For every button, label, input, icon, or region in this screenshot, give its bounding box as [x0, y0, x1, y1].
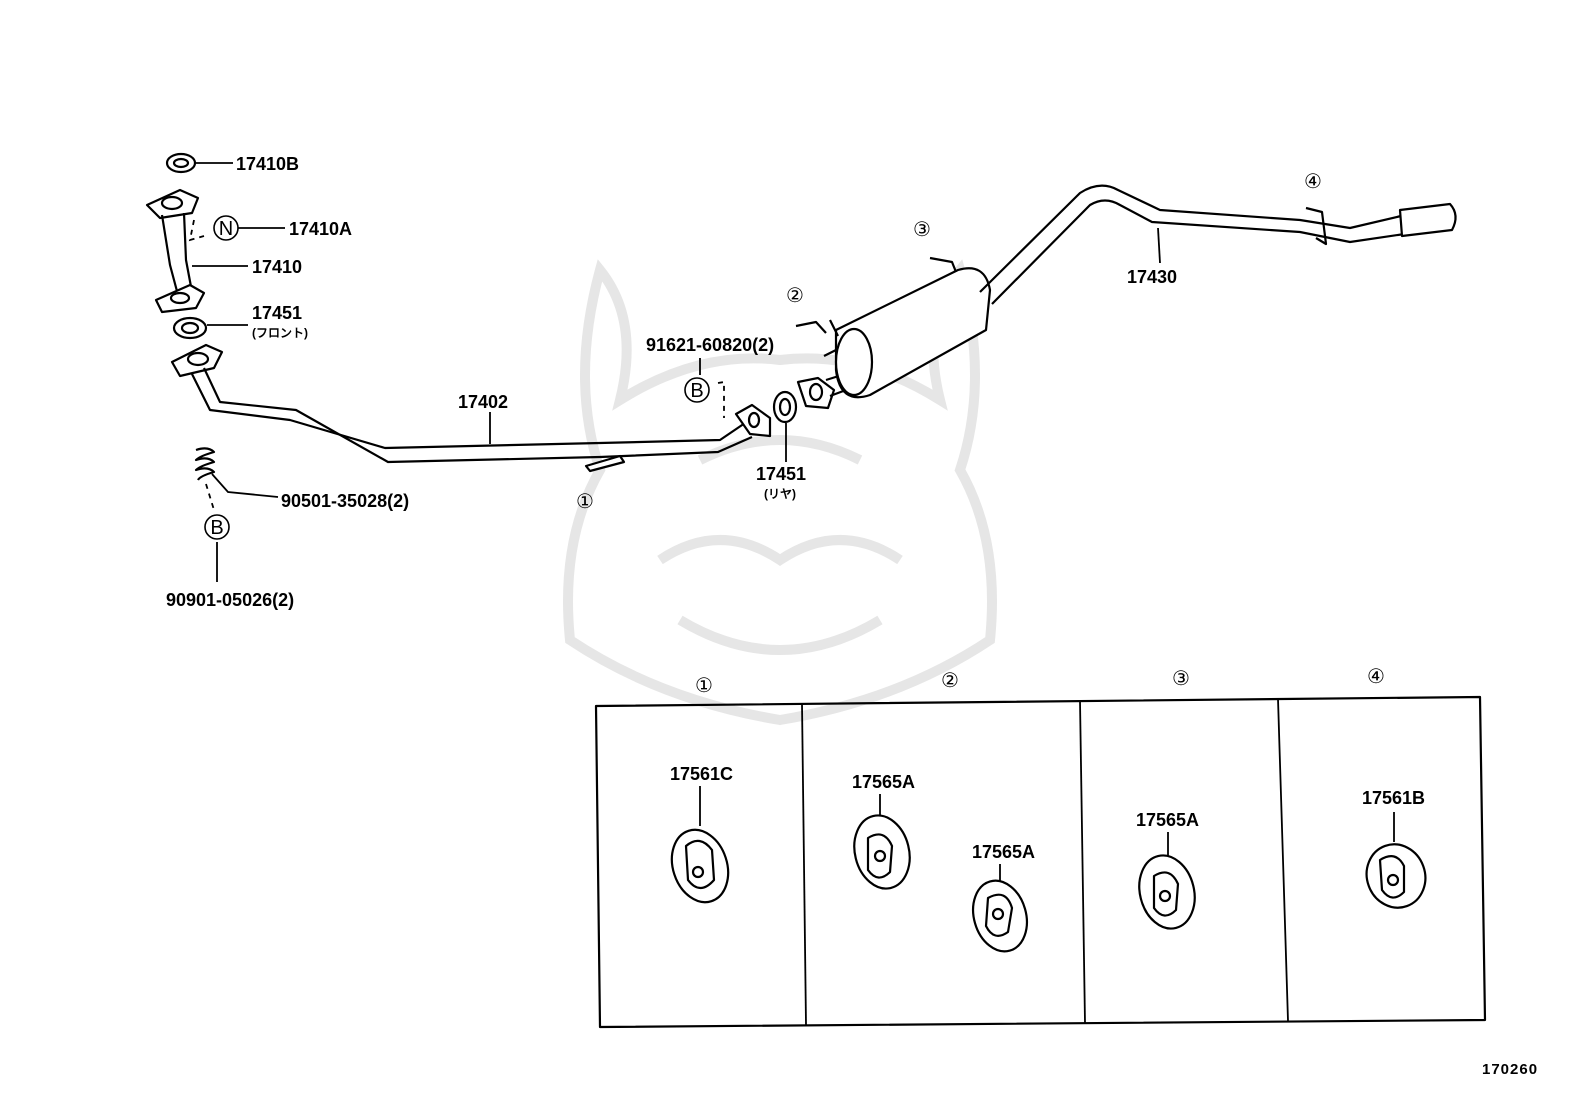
marker-b-right: B [684, 377, 710, 403]
marker-circle-1: ① [576, 491, 594, 513]
label-17451-rear: 17451 [756, 464, 806, 484]
center-pipe-17402 [170, 343, 772, 473]
mount-17565a-2 [972, 879, 1028, 953]
label-17410: 17410 [252, 257, 302, 277]
label-17410a: 17410A [289, 219, 352, 239]
gasket-17451-front [172, 316, 208, 340]
label-17561b: 17561B [1362, 788, 1425, 808]
marker-circle-3: ③ [913, 219, 931, 241]
detail-table [594, 695, 1487, 1029]
table-col1-marker: ① [695, 675, 713, 697]
marker-circle-4: ④ [1304, 171, 1322, 193]
label-90901-05026: 90901-05026(2) [166, 590, 294, 610]
tail-pipe-17430 [795, 184, 1457, 410]
svg-text:B: B [690, 380, 703, 402]
label-17451-front-note: (フロント) [252, 326, 308, 340]
marker-n: N [213, 215, 239, 241]
gasket-17451-rear [772, 390, 798, 424]
gasket-17410b [165, 152, 197, 174]
spring-90501 [194, 447, 216, 481]
table-col4-marker: ④ [1367, 666, 1385, 688]
table-col2-marker: ② [941, 670, 959, 692]
label-17565a-1: 17565A [852, 772, 915, 792]
label-90501-35028: 90501-35028(2) [281, 491, 409, 511]
front-pipe-17410 [145, 188, 206, 314]
figure-number: 170260 [1482, 1061, 1538, 1078]
label-17561c: 17561C [670, 764, 733, 784]
label-17451-front: 17451 [252, 303, 302, 323]
table-col3-marker: ③ [1172, 668, 1190, 690]
label-17402: 17402 [458, 392, 508, 412]
marker-circle-2: ② [786, 285, 804, 307]
mount-17561b [1365, 843, 1427, 909]
label-17565a-2: 17565A [972, 842, 1035, 862]
svg-text:N: N [219, 218, 233, 240]
mount-17565a-1 [853, 814, 911, 890]
label-17410b: 17410B [236, 154, 299, 174]
label-91621-60820: 91621-60820(2) [646, 335, 774, 355]
label-17430: 17430 [1127, 267, 1177, 287]
mount-17565a-3 [1138, 854, 1196, 930]
svg-text:B: B [210, 517, 223, 539]
label-17565a-3: 17565A [1136, 810, 1199, 830]
mount-17561c [670, 828, 730, 904]
label-17451-rear-note: (リヤ) [764, 487, 796, 501]
marker-b-left: B [204, 514, 230, 540]
